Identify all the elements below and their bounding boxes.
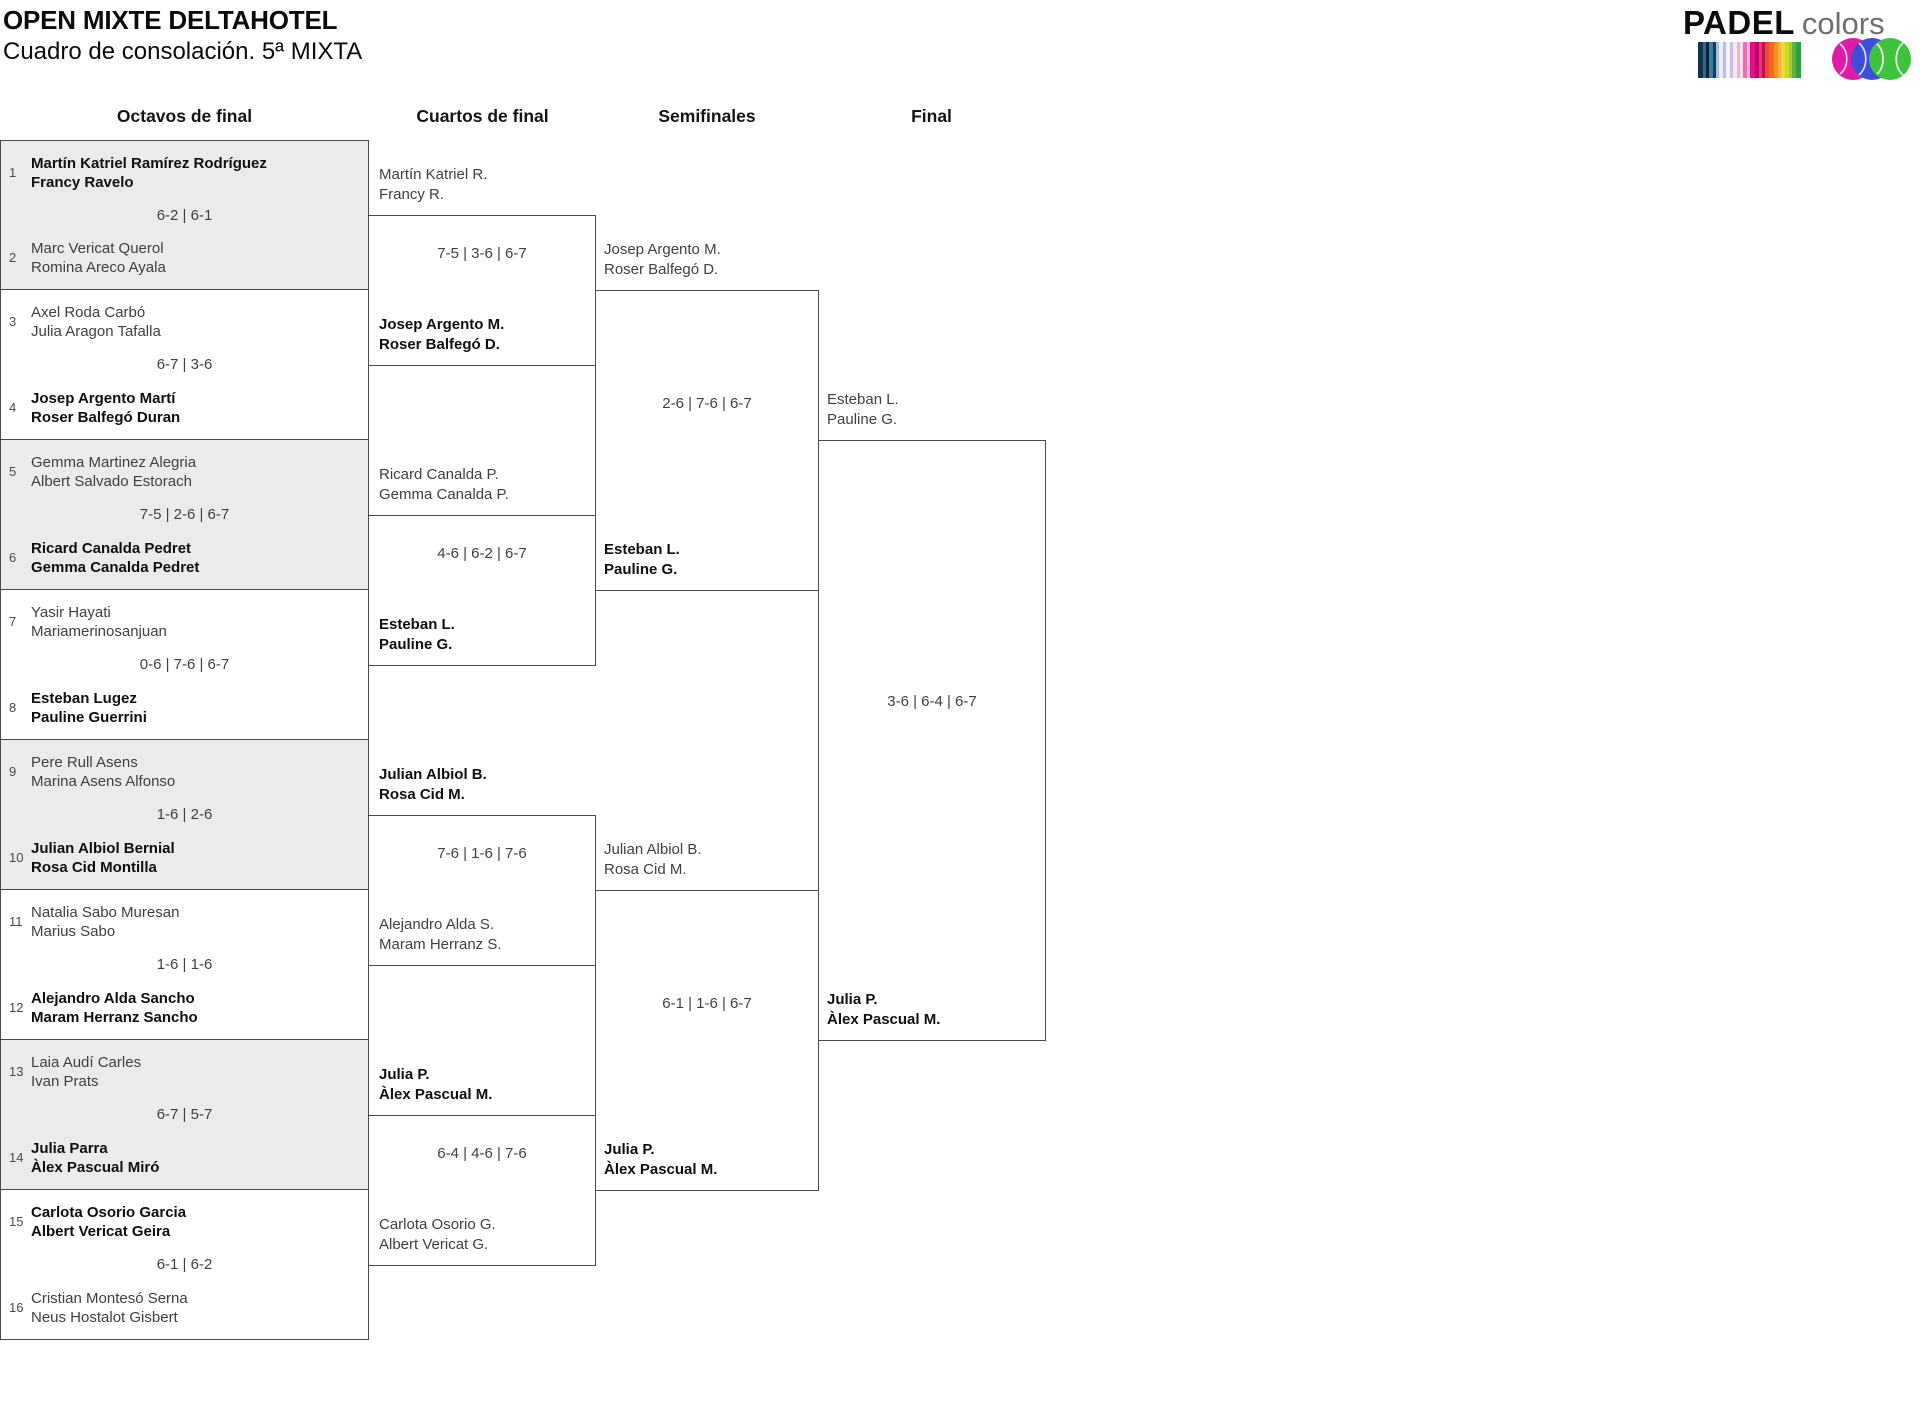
qf3-bottom-team: Alejandro Alda S.Maram Herranz S. [379,916,502,953]
seed-number: 8 [9,700,17,715]
qf1-score: 7-5 | 3-6 | 6-7 [437,245,527,262]
round-header-octavos: Octavos de final [116,106,253,126]
match-score: 6-7 | 3-6 [156,356,213,373]
seed-number: 13 [9,1064,24,1079]
final-bottom-team: Julia P.Àlex Pascual M. [827,991,941,1028]
seed-number: 3 [9,314,17,329]
seed-number: 16 [9,1300,24,1315]
match-score: 0-6 | 7-6 | 6-7 [139,656,230,673]
round-header-semifinales: Semifinales [658,106,756,126]
seed-number: 6 [9,550,17,565]
qf4-bottom-team: Carlota Osorio G.Albert Vericat G. [379,1216,496,1253]
qf2-score: 4-6 | 6-2 | 6-7 [437,545,527,562]
qf2-bottom-team: Esteban L.Pauline G. [379,616,455,653]
qf4-score: 6-4 | 4-6 | 7-6 [437,1145,527,1162]
round-header-final: Final [911,106,952,126]
sf2-top-team: Julian Albiol B.Rosa Cid M. [604,841,702,878]
match-score: 7-5 | 2-6 | 6-7 [139,506,230,523]
sf2-bottom-team: Julia P.Àlex Pascual M. [604,1141,718,1178]
match-score: 6-7 | 5-7 [156,1106,213,1123]
qf1-top-team: Martín Katriel R.Francy R. [379,166,488,203]
seed-number: 12 [9,1000,24,1015]
seed-number: 2 [9,250,17,265]
page-subtitle: Cuadro de consolación. 5ª MIXTA [3,38,363,65]
seed-number: 7 [9,614,17,629]
page-title: OPEN MIXTE DELTAHOTEL [3,5,338,35]
logo-tennis-balls-icon [1832,38,1911,80]
seed-number: 14 [9,1150,24,1165]
final-top-team: Esteban L.Pauline G. [827,391,899,428]
logo-sub-text: colors [1801,6,1885,41]
final-match-box [818,440,1046,1041]
logo-brand-text: PADEL [1683,4,1795,41]
sf1-top-team: Josep Argento M.Roser Balfegó D. [604,241,721,278]
qf3-score: 7-6 | 1-6 | 7-6 [437,845,527,862]
sf2-score: 6-1 | 1-6 | 6-7 [662,995,752,1012]
match-score: 1-6 | 2-6 [156,806,213,823]
seed-number: 15 [9,1214,24,1229]
qf3-top-team: Julian Albiol B.Rosa Cid M. [379,766,487,803]
seed-number: 5 [9,464,17,479]
final-score: 3-6 | 6-4 | 6-7 [887,693,977,710]
seed-number: 9 [9,764,17,779]
round-header-cuartos: Cuartos de final [416,106,549,126]
match-score: 1-6 | 1-6 [156,956,213,973]
logo-color-strip [1698,42,1801,78]
qf4-top-team: Julia P.Àlex Pascual M. [379,1066,493,1103]
match-score: 6-2 | 6-1 [156,207,213,224]
seed-number: 4 [9,400,17,415]
seed-number: 11 [9,914,23,929]
sf1-score: 2-6 | 7-6 | 6-7 [662,395,752,412]
qf1-bottom-team: Josep Argento M.Roser Balfegó D. [379,316,505,353]
sf1-bottom-team: Esteban L.Pauline G. [604,541,680,578]
seed-number: 1 [9,165,17,180]
seed-number: 10 [9,850,24,865]
qf2-top-team: Ricard Canalda P.Gemma Canalda P. [379,466,509,503]
match-score: 6-1 | 6-2 [156,1256,213,1273]
